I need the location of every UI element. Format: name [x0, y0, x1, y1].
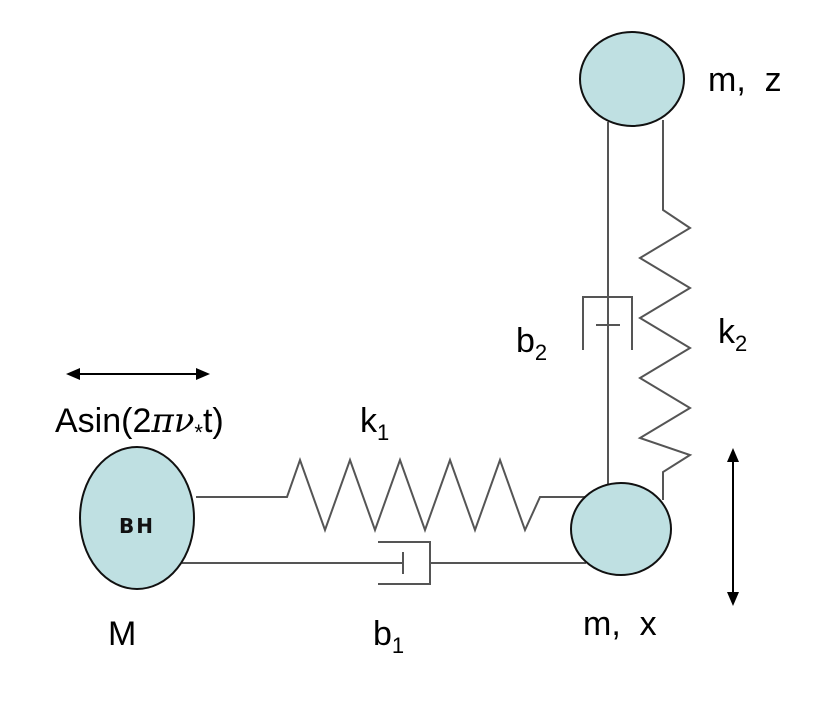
- b1-label: b1: [373, 615, 404, 658]
- black-hole-mass: [79, 446, 195, 590]
- spring-k1: [196, 457, 590, 533]
- drive-arrow: [66, 368, 210, 380]
- drive-label: Asin(2πν*t): [55, 401, 224, 445]
- k2-label: k2: [718, 313, 747, 356]
- vertical-arrow: [727, 448, 739, 606]
- damper-b2: [582, 122, 633, 496]
- black-hole-mass-label: M: [108, 615, 136, 653]
- mass-z-label: m, z: [708, 61, 782, 99]
- black-hole-label: BH: [119, 514, 155, 538]
- damper-b1: [182, 541, 586, 585]
- spring-k2: [637, 120, 693, 500]
- b2-label: b2: [516, 322, 547, 365]
- mass-z: [579, 31, 685, 127]
- mass-x-label: m, x: [583, 605, 657, 643]
- mass-x: [570, 482, 672, 576]
- k1-label: k1: [360, 402, 389, 445]
